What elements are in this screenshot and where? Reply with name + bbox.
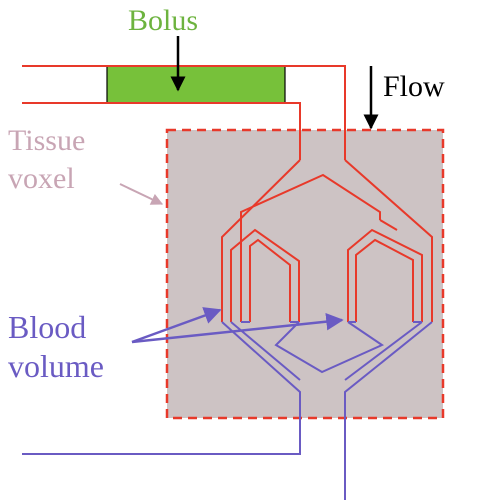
tissue-label-line1: Tissue [8,124,85,157]
vein-right-inner [344,321,423,381]
blood-label-line1: Blood [8,309,86,345]
artery-branch-outer-left [221,159,301,322]
tissue-pointer-arrow-icon [119,183,164,205]
artery-right-capillary-b [355,238,414,322]
artery-right-capillary-a [347,228,423,322]
tissue-label-line2: voxel [8,162,75,195]
artery-left-capillary-c [249,238,291,322]
blood-label-line2: volume [8,348,104,384]
vein-right-outer [344,321,433,500]
flow-label: Flow [383,70,445,103]
artery-inflow-top [22,65,346,160]
vein-left-outer [22,321,301,455]
bolus-label: Bolus [128,4,198,37]
blood-pointer-arrow-right-icon [131,312,344,344]
artery-right-capillary-c [379,219,398,231]
artery-branch-inner [240,173,381,230]
arterial-vessels [22,65,433,322]
vein-center-diamond [274,321,385,374]
artery-left-capillary-a [230,228,300,322]
blood-pointer-arrow-left-icon [131,307,222,344]
artery-inflow-bottom [22,102,301,160]
tissue-voxel-box [165,128,445,420]
artery-branch-outer-right [344,159,433,322]
bolus-rect [106,65,286,104]
